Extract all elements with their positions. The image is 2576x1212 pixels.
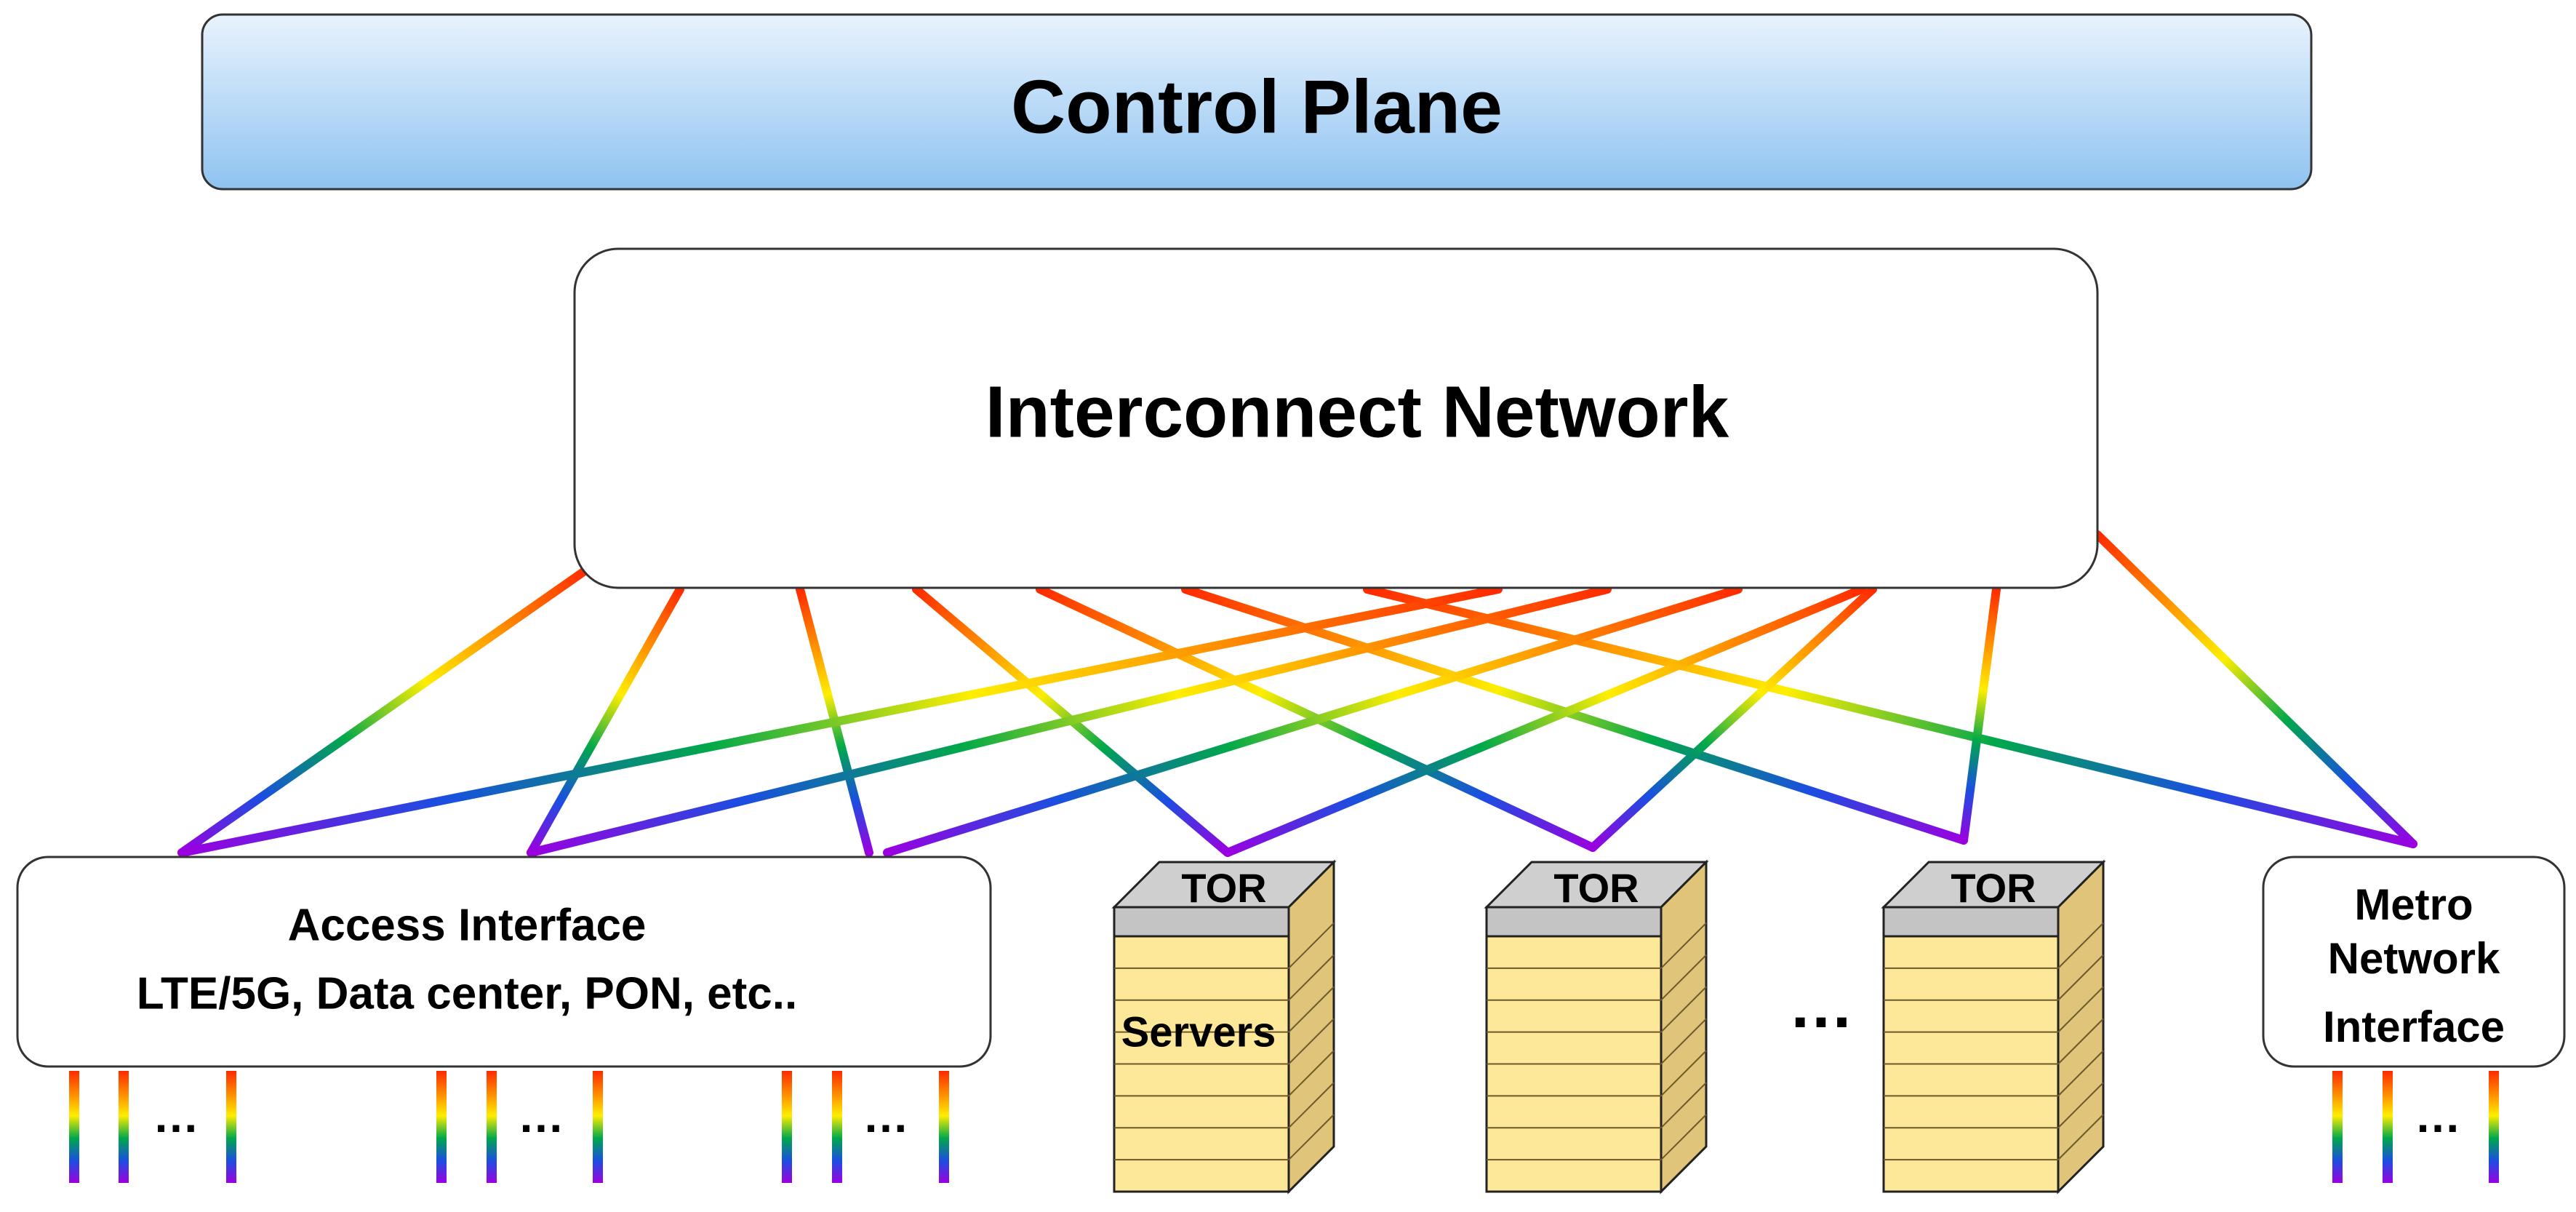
rainbow-link — [1959, 585, 2001, 845]
tor-label: TOR — [1951, 865, 2036, 911]
control-plane-label: Control Plane — [1011, 65, 1503, 149]
port-stub — [832, 1071, 842, 1183]
port-stub — [436, 1071, 447, 1183]
rack-gap-ellipsis: … — [1788, 969, 1854, 1042]
port-group: … — [2332, 1071, 2499, 1183]
metro-label-line-2: Network — [2328, 934, 2500, 983]
port-group: … — [69, 1071, 236, 1183]
metro-label-line-1: Metro — [2354, 880, 2473, 929]
rainbow-link — [1223, 585, 1866, 857]
port-group: … — [436, 1071, 603, 1183]
port-ellipsis: … — [863, 1090, 909, 1142]
rainbow-link — [527, 585, 684, 857]
port-ellipsis: … — [153, 1090, 199, 1142]
access-interface: Access Interface LTE/5G, Data center, PO… — [16, 856, 992, 1068]
port-stub — [2383, 1071, 2393, 1183]
port-stub — [69, 1071, 79, 1183]
control-plane: Control Plane — [201, 13, 2313, 191]
port-group: … — [782, 1071, 949, 1183]
port-stub — [782, 1071, 792, 1183]
port-ellipsis: … — [2415, 1090, 2461, 1142]
rainbow-link — [1181, 585, 1968, 845]
port-stub — [487, 1071, 497, 1183]
rainbow-link — [527, 585, 1612, 857]
rainbow-link — [177, 565, 592, 857]
port-stub — [593, 1071, 603, 1183]
rainbow-link — [2093, 530, 2417, 848]
access-interface-subtitle: LTE/5G, Data center, PON, etc.. — [137, 968, 797, 1018]
interconnect-network-label: Interconnect Network — [985, 371, 1729, 452]
tor-rack: TOR Servers — [1111, 859, 1337, 1195]
rainbow-link — [1588, 585, 1877, 852]
port-ellipsis: … — [518, 1090, 564, 1142]
rainbow-link — [177, 585, 1503, 857]
metro-label-line-3: Interface — [2323, 1002, 2505, 1051]
rainbow-link-group — [177, 530, 2417, 857]
tor-label: TOR — [1553, 865, 1639, 911]
tor-rack: TOR — [1484, 859, 1709, 1195]
port-stub — [2489, 1071, 2499, 1183]
rainbow-link — [1363, 585, 2417, 848]
servers-label: Servers — [1121, 1008, 1276, 1056]
port-stub-group: … … … … — [69, 1071, 2499, 1183]
tor-label: TOR — [1181, 865, 1266, 911]
tor-rack-group: TOR Servers TOR TOR — [1111, 859, 2106, 1195]
port-stub — [119, 1071, 129, 1183]
access-interface-title: Access Interface — [288, 900, 647, 950]
port-stub — [939, 1071, 949, 1183]
port-stub — [226, 1071, 236, 1183]
rainbow-link — [883, 585, 1743, 857]
port-stub — [2332, 1071, 2343, 1183]
tor-rack: TOR — [1881, 859, 2106, 1195]
metro-network-interface: Metro Network Interface — [2262, 856, 2566, 1068]
interconnect-network: Interconnect Network — [573, 247, 2099, 589]
